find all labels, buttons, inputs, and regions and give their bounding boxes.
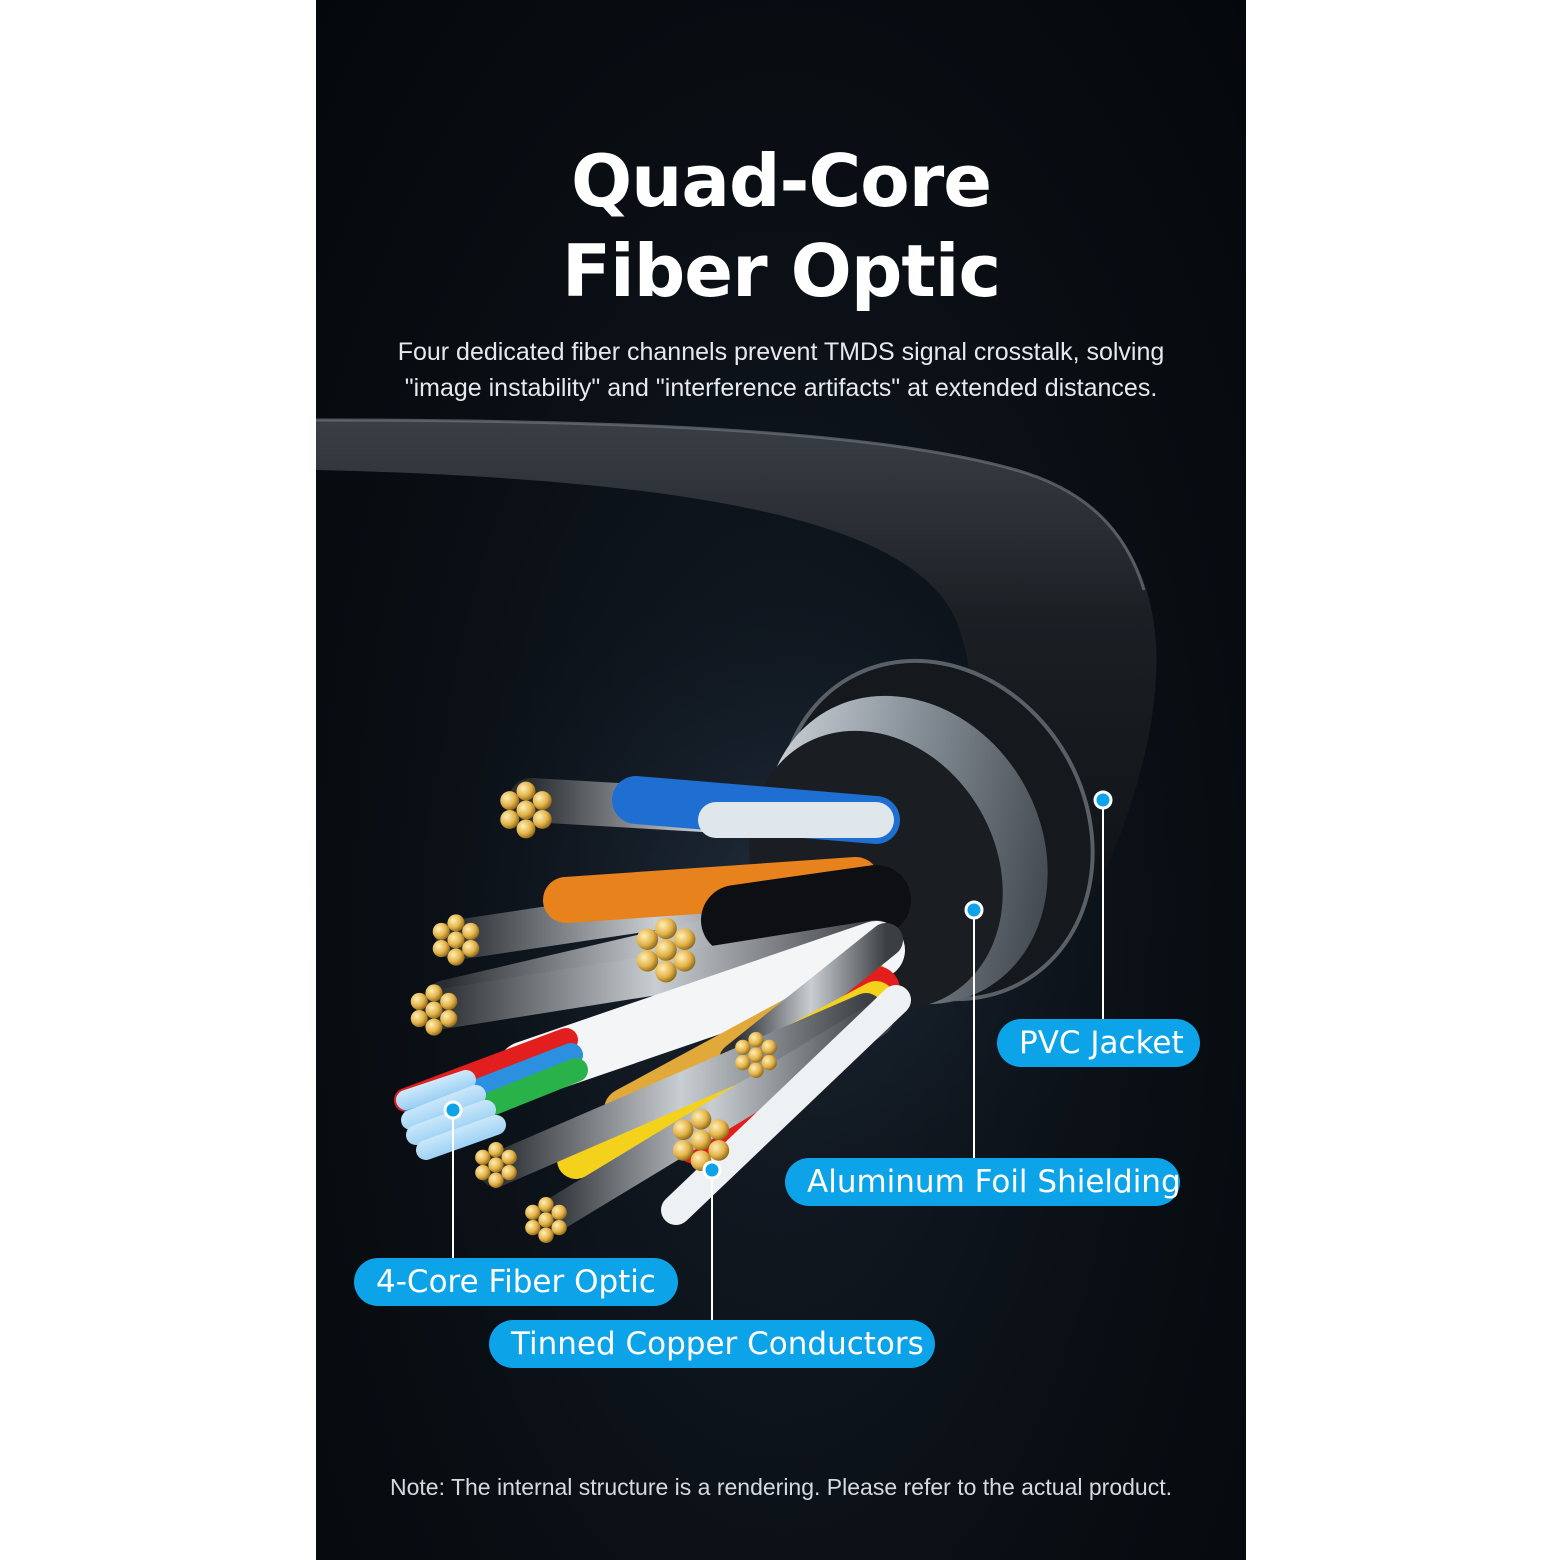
cable-cross-section-illustration [316,418,1216,1322]
pvc-jacket-label: PVC Jacket [997,1019,1200,1067]
product-panel: Quad-Core Fiber Optic Four dedicated fib… [316,0,1246,1560]
disclaimer-note: Note: The internal structure is a render… [390,1474,1172,1500]
aluminum-foil-shielding-label: Aluminum Foil Shielding [785,1158,1181,1206]
wire-bundle [416,776,911,1237]
tinned-copper-conductors-label: Tinned Copper Conductors [489,1320,935,1368]
description-line-1: Four dedicated fiber channels prevent TM… [397,338,1165,366]
description-line-2: "image instability" and "interference ar… [404,374,1158,402]
fiber-optic-label: 4-Core Fiber Optic [354,1258,678,1306]
fiber-cores [394,1028,588,1160]
callout-leaders [443,790,1113,1322]
headline-line-1: Quad-Core [570,139,992,223]
headline-line-2: Fiber Optic [561,229,1001,313]
